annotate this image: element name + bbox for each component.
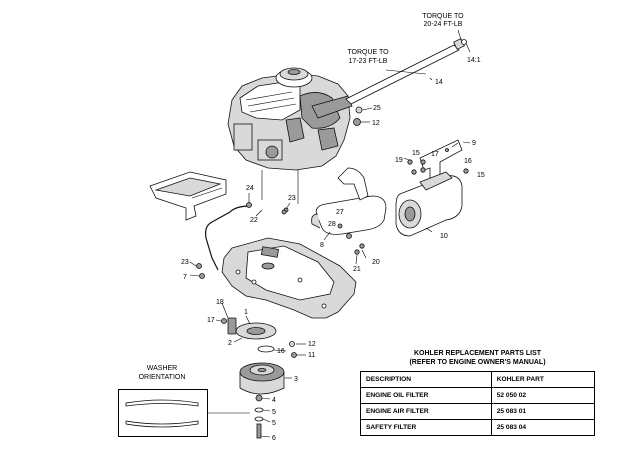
callout-25: 25 [373,105,381,112]
callouts: 14 25 12 9 15 17 19 16 15 24 23 22 27 28… [181,79,485,442]
engine [227,67,353,204]
callout-12: 12 [372,120,380,127]
callout-19: 19 [395,157,403,164]
muffler-hardware [354,159,469,255]
callout-15: 15 [412,150,420,157]
table-row: SAFETY FILTER 25 083 04 [360,419,596,436]
callout-9: 9 [472,140,476,147]
callout-22: 22 [250,217,258,224]
parts-list-title: KOHLER REPLACEMENT PARTS LIST [413,350,542,357]
callout-16: 16 [464,158,472,165]
leader-lines [189,29,471,438]
callout-15b: 15 [477,172,485,179]
heat-shield [149,171,227,221]
torque-note-1-line1: TORQUE TO [422,13,464,20]
callout-21: 21 [353,266,361,273]
table-header-row: DESCRIPTION KOHLER PART [360,371,596,388]
callout-16b: 16 [277,348,285,355]
row-part-number: 52 050 02 [490,387,596,404]
torque-note-2-line1: TORQUE TO [347,49,389,56]
washer-label-line2: ORIENTATION [139,374,186,381]
engine-shaft [345,38,467,105]
parts-table: DESCRIPTION KOHLER PART ENGINE OIL FILTE… [360,371,596,436]
washer-profile-top [125,399,199,407]
row-part-number: 25 083 04 [490,419,596,436]
washer-orientation: WASHER ORIENTATION [125,365,199,428]
table-row: ENGINE AIR FILTER 25 083 01 [360,403,596,420]
torque-notes: TORQUE TO 20-24 FT-LB TORQUE TO 17-23 FT… [347,13,480,65]
row-description: SAFETY FILTER [360,419,492,436]
callout-1: 1 [244,309,248,316]
row-part-number: 25 083 01 [490,403,596,420]
callout-24: 24 [246,185,254,192]
washer-orientation-box [118,389,208,437]
callout-20: 20 [372,259,380,266]
mounting-plate [221,237,357,319]
callout-27: 27 [336,209,344,216]
callout-12b: 12 [308,341,316,348]
callout-8: 8 [320,242,324,249]
callout-5b: 5 [272,420,276,427]
header-description: DESCRIPTION [360,371,492,388]
callout-7: 7 [183,274,187,281]
callout-3: 3 [294,376,298,383]
washer-profile-bottom [125,420,199,428]
callout-14: 14 [435,79,443,86]
table-row: ENGINE OIL FILTER 52 050 02 [360,387,596,404]
callout-5: 5 [272,409,276,416]
torque-note-2-line2: 17-23 FT-LB [349,58,388,65]
kohler-parts-list: KOHLER REPLACEMENT PARTS LIST (REFER TO … [360,349,596,436]
callout-28: 28 [328,221,336,228]
callout-17: 17 [431,151,439,158]
callout-18: 18 [216,299,224,306]
clutch-assembly [196,209,297,439]
callout-17b: 17 [207,317,215,324]
washer-label-line1: WASHER [147,365,177,372]
callout-23b: 23 [181,259,189,266]
callout-10: 10 [440,233,448,240]
callout-6: 6 [272,435,276,442]
torque-note-1-line2: 20-24 FT-LB [424,21,463,28]
callout-11: 11 [308,352,315,359]
callout-4: 4 [272,397,276,404]
callout-23: 23 [288,195,296,202]
row-description: ENGINE OIL FILTER [360,387,492,404]
engine-hardware [353,106,373,126]
parts-list-subtitle: (REFER TO ENGINE OWNER'S MANUAL) [409,359,546,366]
ratio-label: 14:1 [467,57,481,64]
row-description: ENGINE AIR FILTER [360,403,492,420]
exhaust-pipes [311,167,387,239]
muffler [395,171,463,237]
header-kohler-part: KOHLER PART [490,371,596,388]
callout-2: 2 [228,340,232,347]
